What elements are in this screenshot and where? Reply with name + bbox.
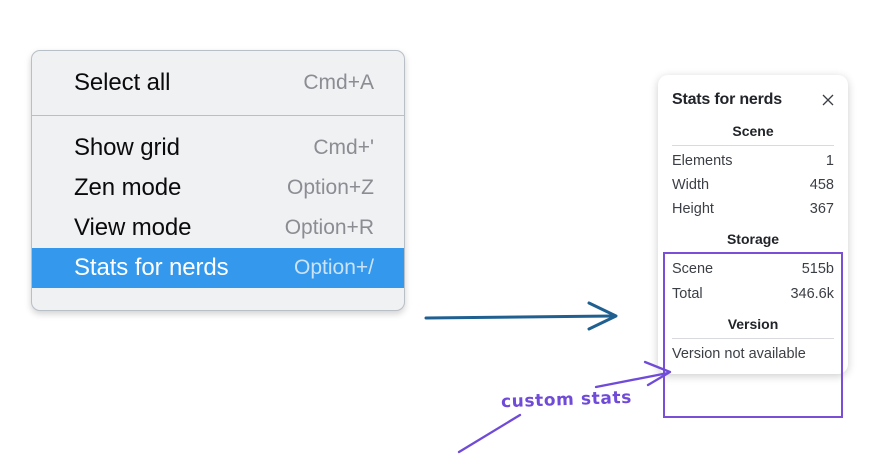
menu-item-show-grid[interactable]: Show grid Cmd+' — [32, 128, 404, 168]
stat-label: Width — [672, 177, 710, 194]
panel-header: Stats for nerds — [658, 87, 848, 113]
stat-value: 458 — [809, 177, 834, 194]
section-heading-storage: Storage — [726, 231, 780, 248]
section-heading-version: Version — [727, 315, 779, 332]
menu-item-shortcut: Option+Z — [287, 176, 374, 199]
stat-row-height: Height 367 — [672, 197, 834, 221]
panel-title: Stats for nerds — [672, 91, 782, 108]
menu-item-label: View mode — [74, 214, 192, 241]
stat-row-storage-total: Total 346.6k — [672, 282, 834, 306]
close-icon[interactable] — [820, 92, 836, 108]
section-divider — [672, 253, 834, 255]
stat-value: 515b — [801, 261, 834, 278]
menu-item-label: Show grid — [74, 134, 180, 161]
stats-for-nerds-panel: Stats for nerds Scene Elements 1 Width 4… — [658, 75, 848, 374]
menu-item-view-mode[interactable]: View mode Option+R — [32, 208, 404, 248]
menu-item-zen-mode[interactable]: Zen mode Option+Z — [32, 168, 404, 208]
menu-item-shortcut: Option+R — [284, 216, 374, 239]
stat-label: Scene — [672, 261, 714, 278]
menu-item-shortcut: Cmd+A — [303, 71, 374, 94]
menu-item-select-all[interactable]: Select all Cmd+A — [32, 63, 404, 103]
custom-stats-annotation: custom stats — [500, 387, 633, 413]
stat-row-elements: Elements 1 — [672, 149, 834, 173]
stat-value: 1 — [825, 153, 834, 169]
panel-body: Scene Elements 1 Width 458 Height 367 St… — [658, 113, 848, 362]
menu-footer-padding — [32, 288, 404, 310]
section-heading-scene: Scene — [732, 123, 774, 139]
stat-label: Elements — [672, 153, 733, 169]
stat-value: 346.6k — [790, 285, 834, 302]
context-menu: Select all Cmd+A Show grid Cmd+' Zen mod… — [31, 50, 405, 311]
stat-value: 367 — [809, 201, 834, 218]
stat-label: Total — [672, 285, 703, 302]
version-not-available-text: Version not available — [672, 345, 806, 362]
stat-row-storage-scene: Scene 515b — [672, 257, 834, 281]
menu-item-stats-for-nerds[interactable]: Stats for nerds Option+/ — [32, 248, 404, 288]
menu-item-label: Select all — [74, 69, 171, 96]
stat-label: Height — [672, 201, 714, 218]
menu-group-2: Show grid Cmd+' Zen mode Option+Z View m… — [32, 116, 404, 310]
menu-item-shortcut: Option+/ — [294, 256, 374, 279]
blue-arrow-icon — [424, 301, 618, 331]
section-divider — [672, 337, 834, 339]
menu-item-label: Stats for nerds — [74, 254, 229, 281]
stat-row-width: Width 458 — [672, 173, 834, 197]
menu-item-label: Zen mode — [74, 174, 182, 201]
purple-underline-stroke-icon — [457, 413, 522, 454]
menu-group-1: Select all Cmd+A — [32, 57, 404, 116]
menu-item-shortcut: Cmd+' — [313, 136, 374, 159]
section-divider — [672, 145, 834, 146]
